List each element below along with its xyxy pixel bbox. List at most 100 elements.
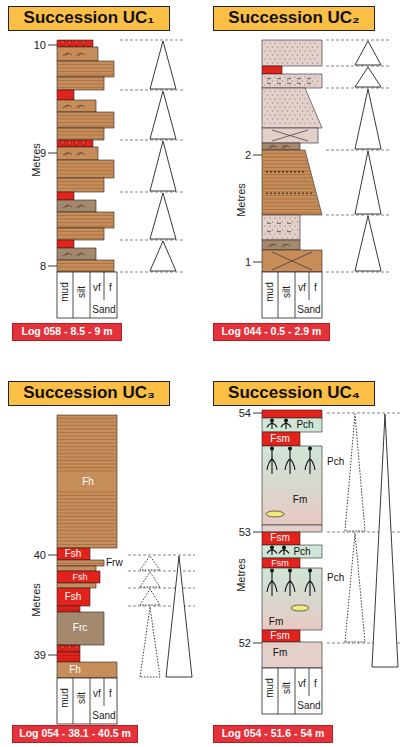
stipple	[299, 106, 300, 107]
stipple	[299, 58, 300, 59]
stipple	[307, 62, 308, 63]
bed	[57, 571, 100, 583]
bed	[262, 66, 282, 74]
scale-number: 53	[239, 527, 251, 538]
grain-size-label: Sand	[297, 305, 320, 315]
lamina	[263, 209, 320, 210]
grain-dot	[278, 171, 280, 173]
grain-size-box	[57, 678, 117, 724]
stipple	[302, 80, 303, 81]
stipple	[282, 118, 283, 119]
node-text: Log 054 - 51.6 - 54 m	[222, 728, 325, 740]
scale-tick	[253, 532, 262, 533]
stipple	[302, 46, 303, 47]
stipple	[282, 221, 283, 222]
root-head	[308, 569, 312, 573]
mudcrack-symbol	[60, 141, 65, 146]
bed	[57, 200, 96, 212]
lamina	[58, 506, 116, 507]
stipple	[264, 58, 265, 59]
stipple	[267, 110, 268, 111]
facies-code: Fsh	[65, 549, 82, 559]
stipple	[307, 102, 308, 103]
grain-dot	[310, 192, 312, 194]
lamina	[58, 450, 116, 451]
lamina	[58, 267, 113, 268]
cycle-boundary	[120, 272, 185, 273]
stipple	[307, 46, 308, 47]
stipple	[292, 229, 293, 230]
lamina	[58, 188, 103, 189]
stipple	[264, 90, 265, 91]
lamina	[58, 422, 116, 423]
dash-mark	[277, 231, 281, 232]
stipple	[287, 54, 288, 55]
stipple	[309, 106, 310, 107]
stipple	[277, 54, 278, 55]
stipple	[307, 80, 308, 81]
stipple	[289, 84, 290, 85]
stipple	[294, 98, 295, 99]
axis-title: Metres	[236, 558, 247, 592]
stipple	[264, 98, 265, 99]
lamina	[58, 513, 116, 514]
stipple	[282, 54, 283, 55]
lamina	[58, 135, 103, 136]
stipple	[302, 54, 303, 55]
stipple	[279, 76, 280, 77]
stipple	[267, 94, 268, 95]
log-beds	[57, 40, 322, 678]
stipple	[287, 221, 288, 222]
dash-mark	[267, 231, 271, 232]
scale-tick	[48, 655, 57, 656]
lamina	[263, 213, 320, 214]
stipple	[294, 114, 295, 115]
cycle-triangle	[150, 41, 176, 89]
stipple	[297, 237, 298, 238]
facies-code: Pch	[296, 420, 313, 430]
grain-size-label: vf	[93, 689, 101, 699]
grain-size-label: vf	[298, 283, 306, 293]
mudcrack-symbol	[81, 141, 86, 146]
cycle-triangle	[150, 193, 176, 239]
stipple	[314, 50, 315, 51]
stipple	[282, 102, 283, 103]
root-trace	[305, 570, 315, 596]
bed	[262, 642, 322, 668]
stipple	[289, 90, 290, 91]
stipple	[314, 58, 315, 59]
bed	[57, 140, 93, 147]
lamina	[58, 502, 116, 503]
root-head	[282, 546, 286, 550]
lamina	[263, 188, 314, 189]
bed	[57, 560, 104, 566]
facies-code: Fsm	[270, 533, 289, 543]
cycle-boundary	[128, 571, 195, 572]
grain-divider	[73, 272, 74, 318]
stipple	[274, 90, 275, 91]
cycle-triangle	[355, 151, 381, 214]
stipple	[284, 76, 285, 77]
facies-code: Fh	[69, 665, 81, 675]
lamina	[58, 126, 113, 127]
bed	[262, 143, 300, 150]
stipple	[312, 110, 313, 111]
node-text: Succession UC₃	[23, 384, 155, 403]
stipple	[302, 110, 303, 111]
stipple	[272, 221, 273, 222]
stipple	[269, 225, 270, 226]
bed	[57, 112, 114, 128]
cycle-boundary	[326, 272, 390, 273]
grain-size-label: Sand	[92, 305, 115, 315]
stipple	[272, 237, 273, 238]
stipple	[297, 54, 298, 55]
stipple	[272, 118, 273, 119]
lamina	[58, 425, 116, 426]
lamina	[263, 178, 311, 179]
mudcrack-symbol	[74, 41, 79, 46]
scale-tick	[48, 153, 57, 154]
ripple-symbol	[76, 153, 85, 156]
stipple	[304, 106, 305, 107]
lamina	[58, 185, 103, 186]
